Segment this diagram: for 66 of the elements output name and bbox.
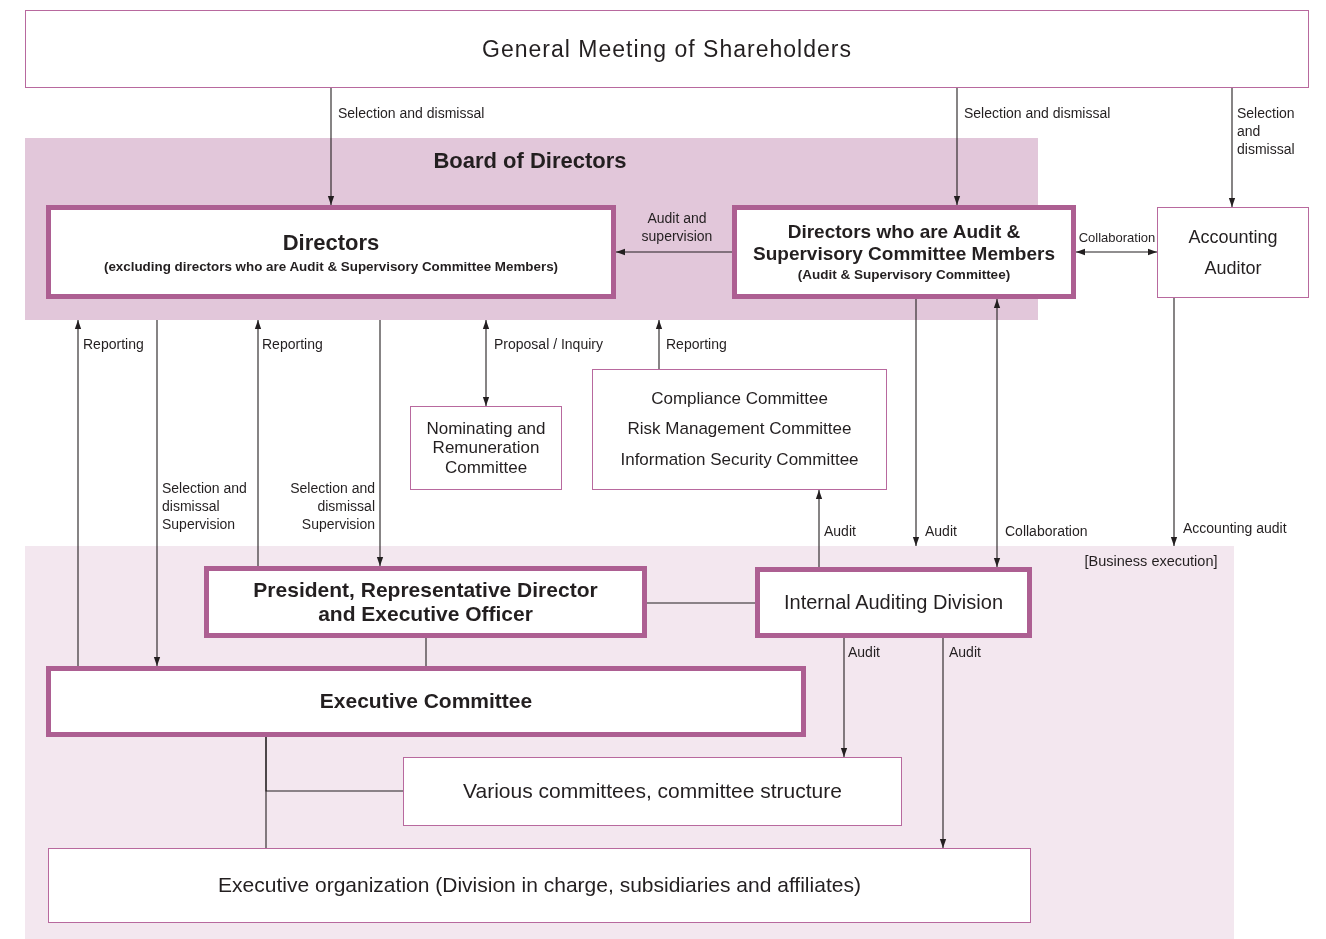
node-title: Directors (282, 229, 380, 255)
arrow (912, 298, 920, 547)
node-text: Risk Management Committee (627, 418, 852, 441)
arrow (815, 489, 823, 568)
node-subtitle: (excluding directors who are Audit & Supervisory Committee Members) (103, 258, 559, 275)
connector-line (425, 637, 427, 667)
execution-band (25, 546, 1234, 939)
edge-label: Selection and dismissal Supervision (289, 479, 375, 534)
edge-label: Selection and dismissal (338, 104, 486, 123)
edge-label: Selection and dismissal (1237, 104, 1296, 159)
node-title: Executive Committee (319, 689, 533, 714)
edge-label: Accounting audit (1183, 519, 1288, 538)
node-subtitle: (Audit & Supervisory Committee) (797, 267, 1011, 283)
node-title: Various committees, committee structure (463, 779, 842, 804)
node-title: Nominating and Remuneration Committee (425, 418, 547, 478)
node-text: Information Security Committee (620, 448, 859, 471)
executive-committee-box (46, 666, 806, 737)
node-text: Compliance Committee (651, 387, 828, 410)
edge-label: Selection and dismissal (964, 104, 1112, 123)
arrow (327, 87, 335, 206)
organization-box (48, 848, 1031, 923)
auditor-box (1157, 207, 1309, 298)
arrow (376, 319, 384, 567)
node-title: Directors who are Audit & Supervisory Committee Members (752, 221, 1056, 266)
arrow (74, 319, 82, 667)
edge-label: Audit (949, 643, 982, 662)
arrow (993, 298, 1001, 568)
edge-label: Collaboration (1078, 229, 1156, 247)
committee-box (410, 406, 562, 490)
band-title: Board of Directors (432, 148, 628, 174)
edge-label: Reporting (666, 335, 728, 354)
edge-label: Audit (848, 643, 881, 662)
connector-line (265, 736, 267, 849)
node-title: General Meeting of Shareholders (482, 35, 852, 63)
node-title: Accounting Auditor (1187, 225, 1279, 280)
committees-box (403, 757, 902, 826)
arrow (939, 637, 947, 849)
shareholders-box (25, 10, 1309, 88)
arrow (1228, 87, 1236, 208)
auditing-division-box (755, 567, 1032, 638)
node-title: President, Representative Director and Executive Officer (252, 577, 599, 627)
edge-label: Proposal / Inquiry (494, 335, 604, 354)
edge-label: Reporting (83, 335, 145, 354)
arrow (840, 637, 848, 758)
edge-label: Reporting (262, 335, 324, 354)
edge-label: Audit and supervision (640, 209, 714, 246)
arrow (153, 319, 161, 667)
edge-label: Collaboration (1005, 522, 1089, 541)
president-box (204, 566, 647, 638)
arrow (482, 319, 490, 407)
edge-label: Audit (925, 522, 958, 541)
edge-label: Audit (824, 522, 857, 541)
arrow (953, 87, 961, 206)
arrow (1075, 248, 1158, 256)
node-title: Executive organization (Division in charge, subsidiaries and affiliates) (218, 873, 861, 898)
node-title: Internal Auditing Division (784, 591, 1003, 614)
directors-box (46, 205, 616, 299)
arrow (1170, 297, 1178, 547)
arrow (655, 319, 663, 370)
arrow (254, 319, 262, 567)
edge-label: Selection and dismissal Supervision (162, 479, 248, 534)
arrow (615, 248, 733, 256)
committee-box (592, 369, 887, 490)
band-title: [Business execution] (1083, 553, 1219, 570)
audit-committee-box (732, 205, 1076, 299)
connector-line (646, 602, 756, 604)
